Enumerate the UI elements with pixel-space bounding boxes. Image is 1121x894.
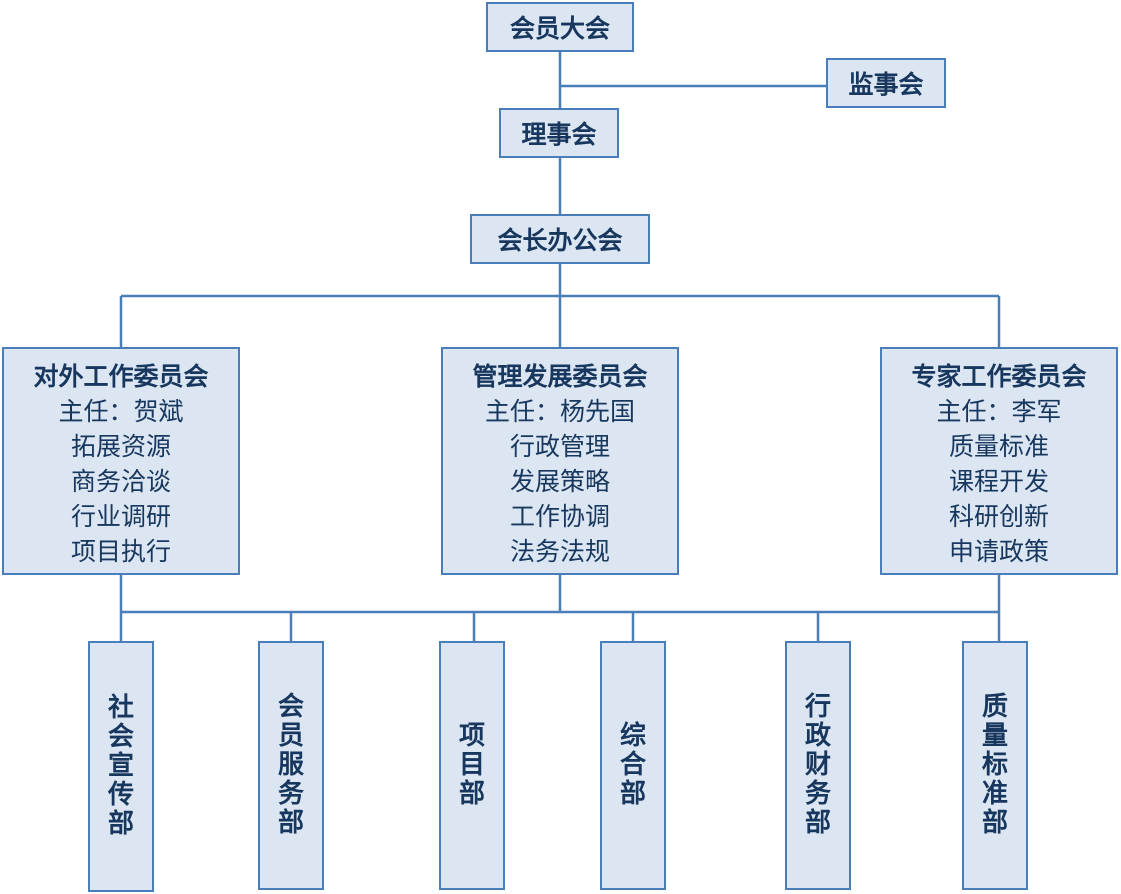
department-quality-standards: 质量标准部	[962, 641, 1028, 890]
committee-duty: 科研创新	[948, 502, 1049, 531]
committee-duty: 工作协调	[509, 502, 610, 531]
committee-duty: 质量标准	[948, 432, 1049, 461]
committee-duty: 发展策略	[509, 467, 610, 496]
committee-director: 主任：贺斌	[58, 397, 184, 426]
department-label: 社会宣传部	[107, 693, 134, 839]
committee-duty: 项目执行	[70, 537, 171, 566]
committee-experts: 专家工作委员会 主任：李军 质量标准 课程开发 科研创新 申请政策	[880, 347, 1118, 575]
department-admin-finance: 行政财务部	[785, 641, 851, 890]
supervisory-board-label: 监事会	[848, 70, 924, 99]
department-label: 会员服务部	[277, 692, 304, 838]
committee-title: 对外工作委员会	[33, 362, 209, 391]
general-assembly-label: 会员大会	[509, 14, 610, 43]
department-label: 项目部	[458, 721, 485, 809]
committee-duty: 拓展资源	[70, 432, 171, 461]
committee-director: 主任：李军	[936, 397, 1062, 426]
department-general: 综合部	[600, 641, 666, 890]
committee-title: 管理发展委员会	[472, 362, 648, 391]
supervisory-board-box: 监事会	[826, 58, 946, 108]
department-social-publicity: 社会宣传部	[88, 641, 154, 892]
president-office-box: 会长办公会	[470, 214, 650, 264]
committee-management-development: 管理发展委员会 主任：杨先国 行政管理 发展策略 工作协调 法务法规	[441, 347, 679, 575]
committee-title: 专家工作委员会	[911, 362, 1087, 391]
committee-external-affairs: 对外工作委员会 主任：贺斌 拓展资源 商务洽谈 行业调研 项目执行	[2, 347, 240, 575]
president-office-label: 会长办公会	[497, 226, 623, 255]
committee-duty: 商务洽谈	[70, 467, 171, 496]
committee-duty: 行业调研	[70, 502, 171, 531]
committee-duty: 申请政策	[948, 537, 1049, 566]
committee-director: 主任：杨先国	[484, 397, 635, 426]
department-label: 综合部	[619, 721, 646, 809]
committee-duty: 课程开发	[948, 467, 1049, 496]
committee-duty: 法务法规	[509, 537, 610, 566]
council-box: 理事会	[499, 108, 619, 158]
committee-duty: 行政管理	[509, 432, 610, 461]
council-label: 理事会	[521, 120, 597, 149]
department-projects: 项目部	[439, 641, 505, 890]
department-member-services: 会员服务部	[258, 641, 324, 890]
department-label: 质量标准部	[981, 692, 1008, 838]
general-assembly-box: 会员大会	[486, 2, 634, 52]
department-label: 行政财务部	[804, 692, 831, 838]
